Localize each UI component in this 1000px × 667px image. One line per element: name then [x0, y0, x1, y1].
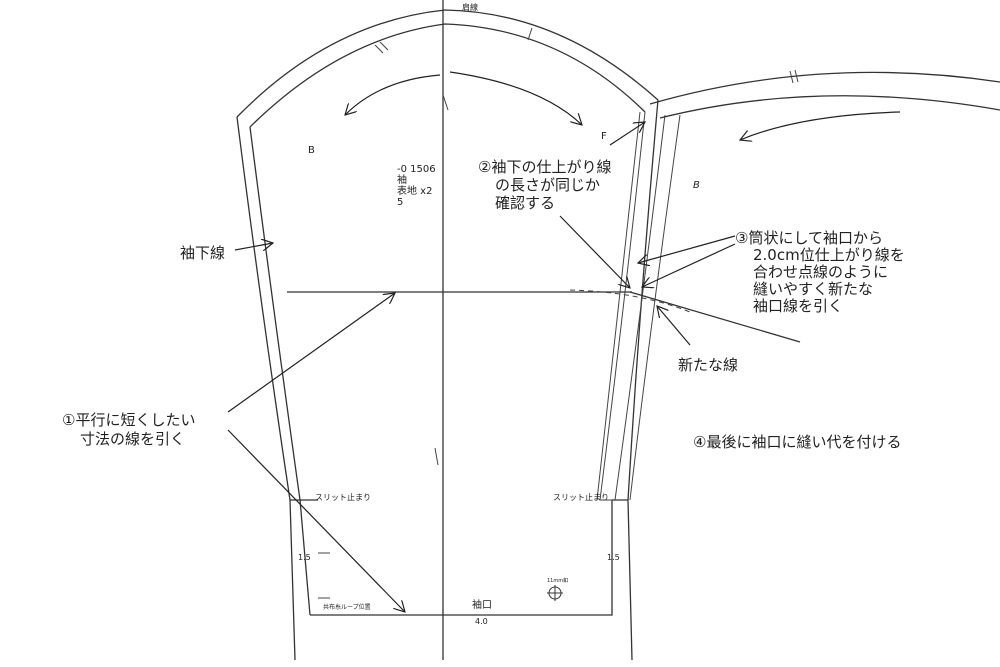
arrow-icon [657, 306, 691, 346]
cuff-allowance: 4.0 [475, 617, 488, 626]
back-mark-right: B [693, 180, 700, 191]
svg-text:袖: 袖 [397, 173, 407, 186]
svg-text:③筒状にして袖口から: ③筒状にして袖口から [735, 229, 883, 247]
svg-text:合わせ点線のように: 合わせ点線のように [753, 263, 888, 281]
arrow-icon [227, 429, 405, 612]
ease-arrow-icon [345, 74, 441, 115]
svg-text:2.0cm位仕上がり線を: 2.0cm位仕上がり線を [753, 246, 905, 264]
annotation-step3: ③筒状にして袖口から 2.0cm位仕上がり線を 合わせ点線のように 縫いやすく新… [735, 229, 905, 315]
new-line-label: 新たな線 [678, 356, 738, 374]
svg-text:寸法の線を引く: 寸法の線を引く [80, 430, 185, 448]
svg-text:5: 5 [397, 197, 403, 208]
svg-text:①平行に短くしたい: ①平行に短くしたい [62, 411, 195, 429]
slit-stop-left: スリット止まり [315, 492, 371, 502]
underarm-label: 袖下線 [180, 244, 225, 262]
svg-text:の長さが同じか: の長さが同じか [495, 176, 600, 194]
svg-text:袖口線を引く: 袖口線を引く [753, 297, 843, 315]
svg-text:-0 1506: -0 1506 [397, 164, 436, 175]
cuff-label: 袖口 [472, 598, 492, 611]
piece-info: -0 1506 袖 表地 x2 5 [397, 164, 436, 208]
front-mark: F [601, 131, 607, 142]
loop-position-label: 共布糸ループ位置 [323, 603, 371, 611]
slit-stop-right: スリット止まり [553, 492, 609, 502]
shoulder-label: 肩線 [462, 2, 478, 12]
arrow-icon [638, 235, 736, 263]
arrow-icon [642, 243, 736, 287]
annotation-step1: ①平行に短くしたい 寸法の線を引く [62, 411, 195, 448]
svg-text:表地 x2: 表地 x2 [397, 184, 432, 197]
new-cuff-dashed-line [569, 289, 691, 313]
svg-text:確認する: 確認する [495, 194, 555, 212]
annotation-step2: ②袖下の仕上がり線 の長さが同じか 確認する [478, 158, 611, 212]
arrow-icon [227, 293, 395, 413]
sleeve-outline [236, 9, 1000, 661]
arrow-icon [234, 243, 273, 250]
allowance-right: 1.5 [607, 553, 620, 562]
ease-arrow-icon [449, 71, 582, 125]
back-mark-left: B [308, 145, 315, 156]
button-label: 11mm釦 [547, 577, 568, 584]
button-mark [547, 585, 563, 601]
original-cuff-extension [629, 291, 801, 343]
ease-arrow-icon [740, 111, 901, 140]
svg-text:縫いやすく新たな: 縫いやすく新たな [753, 280, 873, 298]
svg-text:②袖下の仕上がり線: ②袖下の仕上がり線 [478, 158, 611, 176]
arrow-icon [559, 215, 630, 288]
allowance-left: 1.5 [298, 553, 311, 562]
annotation-step4: ④最後に袖口に縫い代を付ける [693, 433, 901, 451]
